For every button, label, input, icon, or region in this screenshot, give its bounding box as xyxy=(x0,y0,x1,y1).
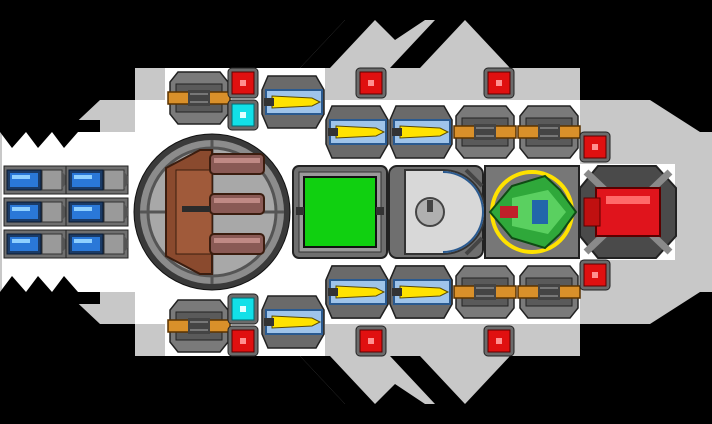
laser-icon[interactable] xyxy=(261,295,325,349)
hull-notch xyxy=(390,356,465,404)
thruster-icon[interactable] xyxy=(3,165,67,195)
hull-notch xyxy=(390,20,465,68)
gun-icon[interactable] xyxy=(453,105,517,159)
hull-notch xyxy=(300,20,375,68)
armor-icon[interactable] xyxy=(579,259,611,291)
hull-notch xyxy=(300,356,375,404)
gun-icon[interactable] xyxy=(517,265,581,319)
laser-icon[interactable] xyxy=(389,265,453,319)
hull-prow xyxy=(650,100,700,164)
armor-icon[interactable] xyxy=(483,67,515,99)
thruster-icon[interactable] xyxy=(65,165,129,195)
laser-icon[interactable] xyxy=(261,75,325,129)
armor-icon[interactable] xyxy=(227,67,259,99)
cannon-turret-icon[interactable] xyxy=(133,133,291,291)
armor-icon[interactable] xyxy=(227,325,259,357)
hull-notch xyxy=(0,276,100,304)
thruster-icon[interactable] xyxy=(65,197,129,227)
thruster-icon[interactable] xyxy=(3,197,67,227)
thruster-icon[interactable] xyxy=(3,229,67,259)
gun-icon[interactable] xyxy=(517,105,581,159)
armor-icon[interactable] xyxy=(355,325,387,357)
shield-icon[interactable] xyxy=(227,293,259,325)
gun-icon[interactable] xyxy=(167,299,231,353)
shield-icon[interactable] xyxy=(227,99,259,131)
reactor-icon[interactable] xyxy=(292,165,388,259)
main-engine-icon[interactable] xyxy=(579,165,677,259)
armor-icon[interactable] xyxy=(355,67,387,99)
hull-prow xyxy=(650,260,700,324)
bridge-icon[interactable] xyxy=(388,165,486,259)
laser-icon[interactable] xyxy=(325,105,389,159)
armor-icon[interactable] xyxy=(483,325,515,357)
laser-icon[interactable] xyxy=(389,105,453,159)
hull-notch xyxy=(0,120,100,148)
laser-icon[interactable] xyxy=(325,265,389,319)
gun-icon[interactable] xyxy=(167,71,231,125)
gun-icon[interactable] xyxy=(453,265,517,319)
command-core-icon[interactable] xyxy=(484,165,580,259)
armor-icon[interactable] xyxy=(579,131,611,163)
thruster-icon[interactable] xyxy=(65,229,129,259)
